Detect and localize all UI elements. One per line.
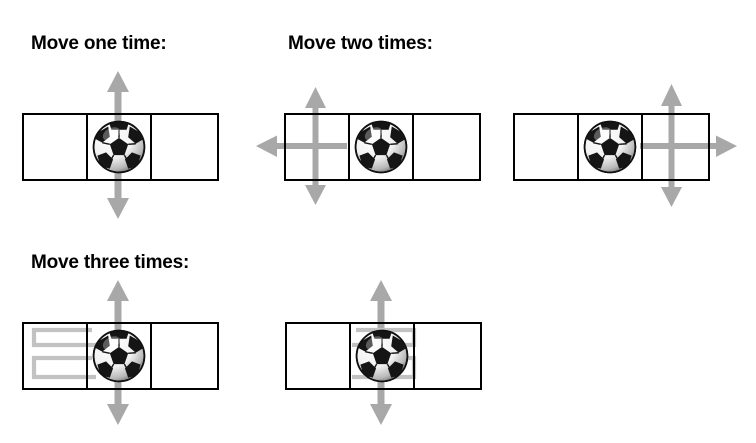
cell-5-middle[interactable] [351, 324, 415, 388]
cell-4-middle[interactable] [88, 324, 152, 388]
board-row-5 [285, 322, 482, 390]
cell-2-left[interactable] [286, 115, 350, 179]
board-row-1 [22, 113, 219, 181]
cell-5-left[interactable] [287, 324, 351, 388]
cell-3-left[interactable] [515, 115, 579, 179]
heading-move-three-times: Move three times: [31, 252, 190, 273]
cell-5-right[interactable] [415, 324, 479, 388]
board-row-4 [22, 322, 219, 390]
arrow-down-icon [107, 150, 129, 219]
arrow-left-icon [256, 135, 347, 157]
arrow-up-icon [305, 87, 326, 150]
board-row-2 [284, 113, 481, 181]
arrow-up-icon [661, 84, 682, 150]
soccer-ball-icon [355, 329, 409, 383]
u-turn-arrow-icon [31, 327, 96, 348]
arrow-down-icon [305, 146, 326, 205]
cell-1-middle[interactable] [88, 115, 152, 179]
cell-3-middle[interactable] [579, 115, 643, 179]
cell-2-middle[interactable] [350, 115, 414, 179]
cell-1-left[interactable] [24, 115, 88, 179]
board-row-3 [513, 113, 710, 181]
u-turn-arrow-icon [31, 355, 96, 380]
arrow-down-icon [661, 146, 682, 207]
heading-move-two-times: Move two times: [288, 33, 433, 54]
heading-move-one-time: Move one time: [31, 33, 167, 54]
cell-4-left[interactable] [24, 324, 88, 388]
arrow-right-icon [640, 135, 737, 157]
